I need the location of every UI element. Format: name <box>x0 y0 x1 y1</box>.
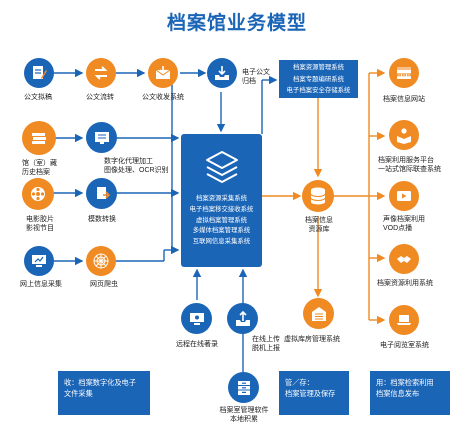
history-archive-label: 馆（室）藏 历史档案 <box>22 160 57 176</box>
digitize-screen-icon <box>86 122 117 153</box>
layers-icon <box>206 151 238 183</box>
use-system-label: 档案资源利用系统 <box>377 280 433 287</box>
reader-icon <box>389 120 419 150</box>
manage-info-box: 管／存： 档案管理及保存 <box>279 371 349 415</box>
database-label: 档案信息 资源库 <box>305 217 333 233</box>
document-flow-label: 公文流转 <box>86 94 114 101</box>
upload-icon <box>227 303 258 334</box>
archive-tray-icon <box>207 58 237 88</box>
official-drafting-label: 公文拟稿 <box>24 94 52 101</box>
virtual-repo-label: 虚拟库房管理系统 <box>284 336 340 343</box>
handshake-icon <box>389 244 419 274</box>
database-icon <box>302 180 334 212</box>
collection-systems-hub: 档案资源采集系统 电子档案移交接收系统 虚拟档案管理系统 多媒体档案管理系统 互… <box>181 134 262 267</box>
diagram-title: 档案馆业务模型 <box>166 13 307 34</box>
vod-label: 声像档案利用 VOD点播 <box>383 216 425 232</box>
history-books-icon <box>22 121 56 155</box>
spider-web-icon <box>86 246 116 276</box>
mail-inbox-icon <box>148 58 178 88</box>
monitor-icon <box>24 246 54 276</box>
website-www-icon: WWW <box>389 58 419 88</box>
laptop-icon <box>389 305 419 335</box>
film-label: 电影胶片 影视节目 <box>26 216 54 232</box>
remote-monitor-icon <box>181 303 212 334</box>
hub-systems-list: 档案资源采集系统 电子档案移交接收系统 虚拟档案管理系统 多媒体档案管理系统 互… <box>189 195 254 246</box>
convert-label: 模数转换 <box>88 216 116 223</box>
audio-video-icon <box>389 181 419 211</box>
send-receive-label: 公文收发系统 <box>142 94 184 101</box>
web-crawler-label: 网页爬虫 <box>90 281 118 288</box>
warehouse-icon <box>303 298 334 329</box>
service-platform-label: 档案利用服务平台 一站式馆际联查系统 <box>378 157 441 173</box>
filing-cabinet-icon <box>228 372 259 403</box>
resource-management-box: 档案资源管理系统 档案专题编研系统 电子档案安全存储系统 <box>279 60 358 98</box>
remote-register-label: 远程在线著录 <box>176 341 218 348</box>
collect-info-box: 收：档案数字化及电子 文件采集 <box>58 371 150 415</box>
offline-upload-label: 在线上传 脱机上报 <box>252 336 280 352</box>
convert-icon <box>86 178 117 209</box>
document-flow-icon <box>86 58 116 88</box>
digitize-label: 数字化代理加工 图像处理、OCR识别 <box>104 158 169 174</box>
draft-document-icon <box>24 58 54 88</box>
site-label: 档案信息网站 <box>383 96 425 103</box>
use-info-box: 用：档案检索利用 档案信息发布 <box>370 371 450 415</box>
svg-text:WWW: WWW <box>397 73 412 79</box>
archive-software-label: 档案室管理软件 本地积累 <box>219 407 269 423</box>
e-doc-archive-label: 电子公文 归档 <box>242 69 270 85</box>
web-collect-label: 网上信息采集 <box>20 281 62 288</box>
film-reel-icon <box>22 178 54 210</box>
reading-room-label: 电子阅览室系统 <box>380 342 429 349</box>
